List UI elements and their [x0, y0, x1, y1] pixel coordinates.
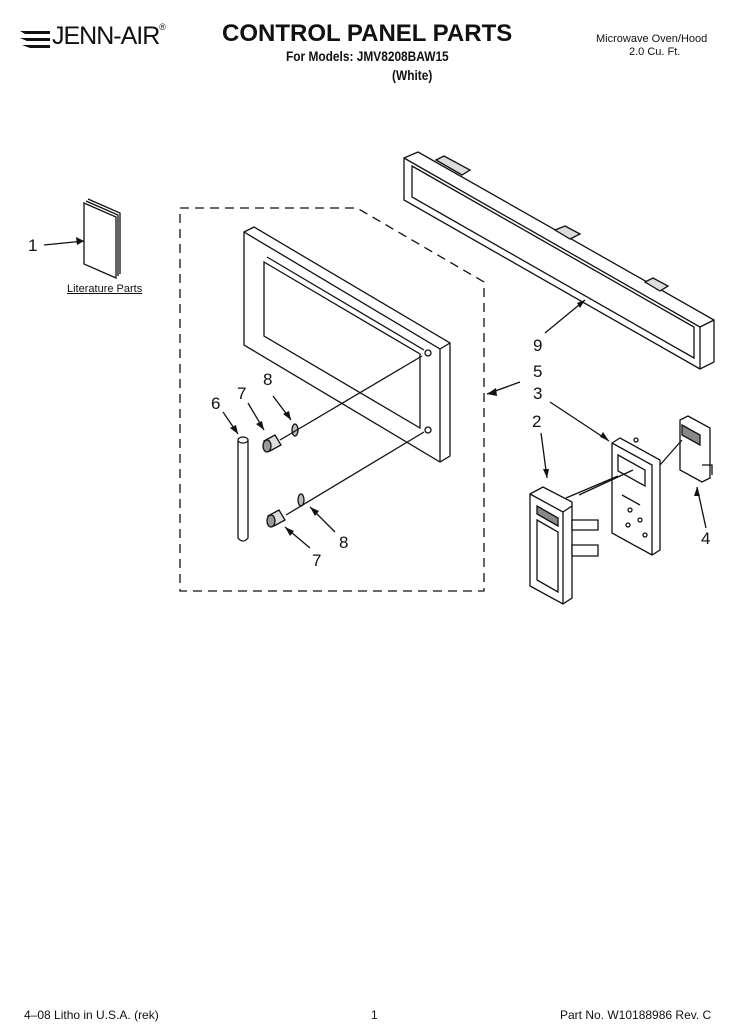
page-title: CONTROL PANEL PARTS [222, 20, 513, 47]
standoff-lower [266, 509, 286, 528]
callout-7-upper: 7 [237, 384, 247, 403]
assembly-line-sub-board [659, 439, 683, 466]
callout-3: 3 [533, 384, 543, 403]
product-capacity: 2.0 Cu. Ft. [629, 46, 681, 58]
product-name: Microwave Oven/Hood [596, 33, 708, 45]
callout-7-lower: 7 [312, 551, 322, 570]
leader-line-9 [544, 299, 586, 334]
keypad-bezel [529, 486, 599, 605]
callout-8-upper: 8 [263, 370, 273, 389]
part-number: Part No. W10188986 Rev. C [560, 1008, 712, 1022]
brand-name: JENN-AIR® [52, 22, 166, 50]
trim-bar [403, 151, 715, 370]
jenn-air-logo-icon [20, 31, 50, 48]
callout-1: 1 [28, 236, 38, 255]
door-frame [243, 226, 451, 463]
callout-6: 6 [211, 394, 221, 413]
assembly-line-board-b [578, 469, 634, 496]
leader-line-3 [549, 401, 610, 442]
sub-circuit-board [679, 415, 713, 483]
page-number: 1 [371, 1008, 378, 1022]
callout-9: 9 [533, 336, 543, 355]
model-color: (White) [392, 67, 433, 83]
assembly-line-board-a [565, 475, 619, 499]
assembly-line-lower [285, 431, 425, 516]
litho-info: 4–08 Litho in U.S.A. (rek) [24, 1008, 159, 1022]
control-board [611, 437, 661, 556]
assembly-line-upper [279, 355, 423, 441]
callout-2: 2 [532, 412, 542, 431]
callout-5: 5 [533, 362, 543, 381]
standoff-upper [262, 434, 282, 453]
literature-parts-label: Literature Parts [67, 283, 143, 295]
callout-4: 4 [701, 529, 711, 548]
literature-booklet [83, 198, 121, 279]
handle-rod [237, 436, 249, 542]
model-number: For Models: JMV8208BAW15 [286, 48, 449, 64]
callout-8-lower: 8 [339, 533, 349, 552]
